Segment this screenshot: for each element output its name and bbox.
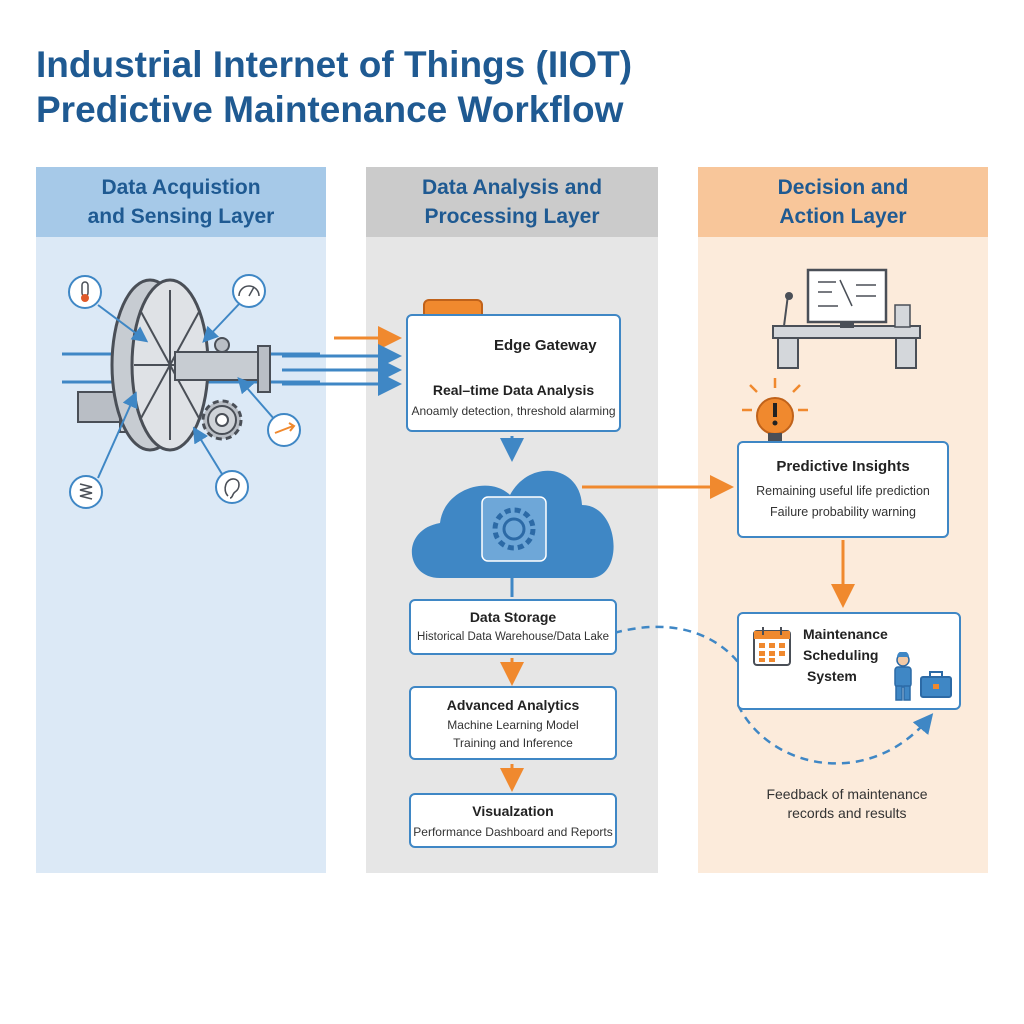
technician-icon <box>891 651 915 707</box>
column-header-line-1: Decision and <box>777 176 909 199</box>
cloud-icon <box>411 470 614 578</box>
column-header-acquisition: Data Acquistion and Sensing Layer <box>36 167 326 237</box>
data-storage-detail: Historical Data Warehouse/Data Lake <box>417 631 609 643</box>
predictive-insights-title: Predictive Insights <box>776 458 910 475</box>
column-header-analysis: Data Analysis and Processing Layer <box>366 167 658 237</box>
column-header-line-2: Processing Layer <box>424 205 600 228</box>
feedback-line-1: Feedback of maintenance <box>766 786 928 802</box>
feedback-label: Feedback of maintenance records and resu… <box>740 785 954 823</box>
visualization-title: Visualzation <box>472 803 554 819</box>
predictive-insights-detail-2: Failure probability warning <box>770 505 916 519</box>
gauge-icon <box>232 274 266 308</box>
column-header-line-2: Action Layer <box>779 205 907 228</box>
predictive-insights-detail-1: Remaining useful life prediction <box>756 484 930 498</box>
title-line-2: Predictive Maintenance Workflow <box>36 89 624 130</box>
maintenance-line-1: Maintenance <box>803 626 888 642</box>
maintenance-line-3: System <box>807 668 857 684</box>
edge-gateway-detail: Anoamly detection, threshold alarming <box>411 404 616 418</box>
sensor-data-arrows <box>282 326 402 396</box>
computer-workstation-icon <box>772 268 921 369</box>
predictive-insights-card: Predictive Insights Remaining useful lif… <box>737 441 949 538</box>
maintenance-scheduling-card: Maintenance Scheduling System <box>737 612 961 710</box>
acoustic-sensor-icon <box>215 470 249 504</box>
lightbulb-icon <box>742 378 808 443</box>
title-line-1: Industrial Internet of Things (IIOT) <box>36 44 633 85</box>
advanced-analytics-card: Advanced Analytics Machine Learning Mode… <box>409 686 617 760</box>
gear-icon <box>201 399 243 441</box>
advanced-analytics-title: Advanced Analytics <box>446 697 580 713</box>
edge-gateway-subtitle: Real–time Data Analysis <box>432 382 595 398</box>
column-header-line-1: Data Acquistion <box>101 176 261 199</box>
thermometer-icon <box>68 275 102 309</box>
column-header-line-1: Data Analysis and <box>421 176 603 199</box>
data-storage-card: Data Storage Historical Data Warehouse/D… <box>409 599 617 655</box>
flow-sensor-icon <box>267 413 301 447</box>
visualization-detail: Performance Dashboard and Reports <box>413 825 613 839</box>
column-header-decision: Decision and Action Layer <box>698 167 988 237</box>
advanced-analytics-detail-2: Training and Inference <box>453 736 573 750</box>
maintenance-line-2: Scheduling <box>803 647 879 663</box>
edge-gateway-card: Edge Gateway Real–time Data Analysis Ano… <box>406 314 621 432</box>
page-title: Industrial Internet of Things (IIOT) Pre… <box>36 42 936 132</box>
data-storage-title: Data Storage <box>469 609 557 625</box>
calendar-icon <box>753 626 791 671</box>
edge-gateway-title: Edge Gateway <box>494 337 597 354</box>
toolbox-icon <box>919 669 953 704</box>
feedback-line-2: records and results <box>787 805 907 821</box>
advanced-analytics-detail-1: Machine Learning Model <box>447 718 579 732</box>
column-header-line-2: and Sensing Layer <box>87 205 275 228</box>
visualization-card: Visualzation Performance Dashboard and R… <box>409 793 617 848</box>
vibration-icon <box>69 475 103 509</box>
